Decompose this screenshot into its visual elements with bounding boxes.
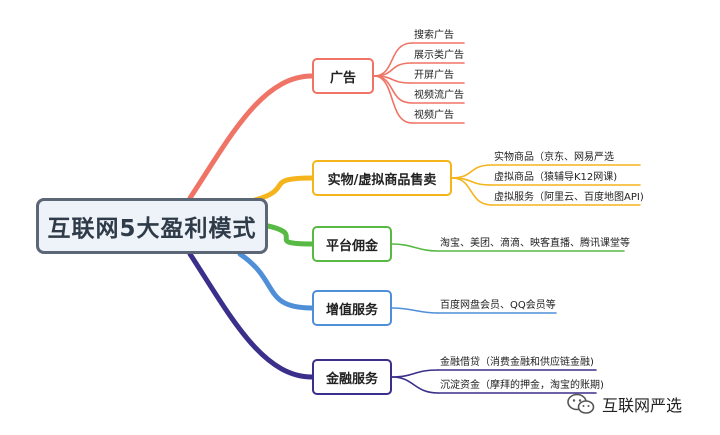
leaf-connector <box>451 177 493 206</box>
root-branch-connector <box>187 251 315 380</box>
root-topic[interactable]: 互联网5大盈利模式 <box>36 198 268 254</box>
leaf-topic[interactable]: 展示类广告 <box>414 50 464 61</box>
leaf-connector <box>391 243 439 252</box>
leaf-topic[interactable]: 虚拟商品（猿辅导K12网课) <box>494 172 618 183</box>
leaf-topic[interactable]: 沉淀资金（摩拜的押金，淘宝的账期) <box>440 380 604 391</box>
root-branch-connector <box>252 175 315 203</box>
leaf-topic[interactable]: 搜索广告 <box>414 30 454 41</box>
leaf-connector <box>373 62 413 77</box>
leaf-topic[interactable]: 视频广告 <box>414 110 454 121</box>
leaf-connector <box>391 369 439 378</box>
branch-topic[interactable]: 金融服务 <box>312 359 392 395</box>
leaf-connector <box>451 164 493 179</box>
root-branch-connector <box>237 251 315 311</box>
branch-topic[interactable]: 平台佣金 <box>312 226 392 262</box>
leaf-topic[interactable]: 淘宝、美团、滴滴、映客直播、腾讯课堂等 <box>440 238 630 249</box>
branch-topic-label: 增值服务 <box>325 302 378 318</box>
root-topic-label: 互联网5大盈利模式 <box>47 216 257 242</box>
branch-topic-label: 金融服务 <box>325 371 378 387</box>
branch-topic-label: 广告 <box>329 70 356 86</box>
branch-topic[interactable]: 广告 <box>312 58 374 94</box>
wechat-icon <box>567 393 595 414</box>
leaf-topic[interactable]: 虚拟服务（阿里云、百度地图API) <box>494 192 644 203</box>
leaf-topic[interactable]: 视频流广告 <box>414 90 464 101</box>
watermark: 互联网严选 <box>566 391 682 417</box>
leaf-topic[interactable]: 百度网盘会员、QQ会员等 <box>440 300 556 311</box>
leaf-topic[interactable]: 实物商品（京东、网易严选 <box>494 152 614 163</box>
branch-topic-label: 平台佣金 <box>325 238 378 254</box>
branch-topic-label: 实物/虚拟商品售卖 <box>327 172 437 188</box>
branch-topic[interactable]: 实物/虚拟商品售卖 <box>312 160 452 196</box>
leaf-connector <box>373 42 413 77</box>
branch-topic[interactable]: 增值服务 <box>312 290 392 326</box>
leaf-connector <box>391 376 439 394</box>
leaf-topic[interactable]: 金融借贷（消费金融和供应链金融) <box>440 357 594 368</box>
leaf-connector <box>391 307 439 314</box>
root-branch-connector <box>265 223 315 247</box>
leaf-connector <box>373 75 413 124</box>
root-branch-connector <box>187 73 315 201</box>
leaf-topic[interactable]: 开屏广告 <box>414 70 454 81</box>
watermark-text: 互联网严选 <box>602 396 683 415</box>
